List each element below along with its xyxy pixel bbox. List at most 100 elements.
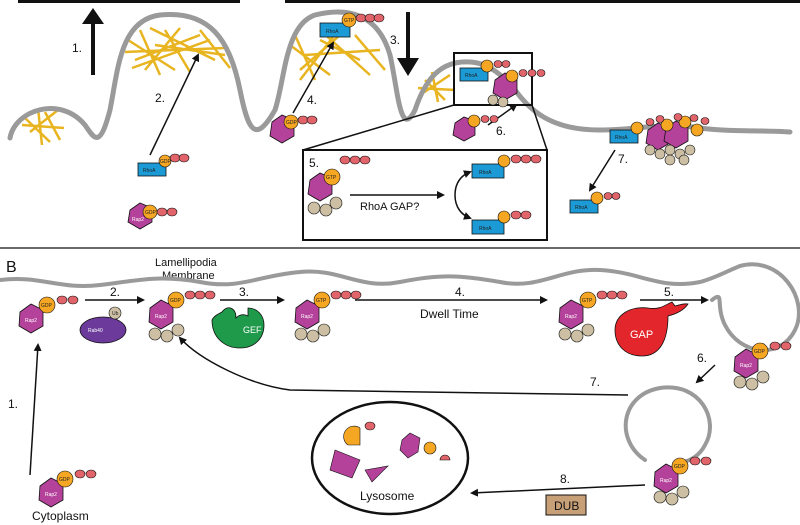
b-arrow-7 <box>178 336 629 396</box>
a-step-1: 1. <box>72 41 82 55</box>
inset-gap-question: RhoA GAP? <box>360 201 419 213</box>
rhoa-label: RhoA <box>479 226 492 232</box>
rap2-label: Rap2 <box>740 363 752 369</box>
rap2-label: Rap2 <box>660 478 672 484</box>
arrow-down-head <box>397 58 419 76</box>
actin-mesh-4 <box>417 71 456 103</box>
rhoa-label: RhoA <box>143 168 156 174</box>
gdp-label: GDP <box>170 298 182 304</box>
rhoa-gtp-a1: RhoA GTP <box>319 12 385 38</box>
top-bar-left <box>18 0 240 3</box>
gef-enzyme <box>211 307 265 349</box>
rab40-label: Rab40 <box>88 328 103 334</box>
rap2-label: Rap2 <box>301 314 313 320</box>
rap2-label: Rap2 <box>45 492 57 498</box>
rap2-gtp-ub-b3: Rap2 GTP <box>294 290 362 343</box>
gtp-label: GTP <box>582 298 593 304</box>
rhoa-gtp-zoom: RhoA <box>459 59 511 82</box>
membrane-label-1: Lamellipodia <box>155 257 218 269</box>
top-bar-right <box>285 0 800 3</box>
gdp-label: GDP <box>754 349 766 355</box>
actin-mesh-1 <box>21 107 65 146</box>
rap2-cluster <box>644 113 710 166</box>
dub-box <box>545 494 587 516</box>
panel-a: 1. 2. 3. 4. 6. 7. 5. RhoA GAP? RhoA GDP … <box>7 0 800 241</box>
gap-label: GAP <box>630 329 653 341</box>
a-step-3: 3. <box>390 33 400 47</box>
rap2-gdp-a2: GDP <box>269 114 318 144</box>
rap2-label: Rap2 <box>565 314 577 320</box>
gef-label: GEF <box>243 325 262 335</box>
rhoa-label: RhoA <box>615 135 628 141</box>
rap2-gdp-ub-b6: Rap2 GDP <box>653 456 712 506</box>
rap2-gtp-ub-b4: Rap2 GTP <box>558 290 628 343</box>
gtp-label: GTP <box>326 175 337 181</box>
inset-curve-bottom <box>454 194 472 220</box>
rhoa-label: RhoA <box>326 29 339 35</box>
actin-mesh-3 <box>289 27 386 81</box>
gdp-label: GDP <box>674 464 686 470</box>
rap2-label: Rap2 <box>132 217 144 223</box>
b-arrow-6 <box>695 364 716 384</box>
membrane-a <box>7 9 793 141</box>
rhoa-gdp-a2: RhoA <box>569 191 621 214</box>
b-step-5: 5. <box>664 285 674 299</box>
rap2-gtp-ub-zoom <box>487 69 546 108</box>
inset-curve-top <box>454 170 472 196</box>
a-step-4: 4. <box>307 93 317 107</box>
rhoa-label: RhoA <box>575 205 588 211</box>
arrow-step7 <box>588 149 616 192</box>
panel-b-label: B <box>6 259 17 276</box>
panel-b: B Lamellipodia Membrane 1. 2. 3. 4. 5. 6… <box>0 257 800 523</box>
rap2-gdp-b1: Rap2 GDP <box>18 295 79 334</box>
a-step-2: 2. <box>155 91 165 105</box>
inset-rhoa-gtp: RhoA <box>471 154 542 179</box>
b-step-1: 1. <box>8 397 18 411</box>
cytoplasm-label: Cytoplasm <box>32 509 89 523</box>
zoom-line-right <box>531 104 548 151</box>
rap2-label: Rap2 <box>155 314 167 320</box>
rap2-label: Rap2 <box>25 318 37 324</box>
inset-rap2-gtp-ub: GTP <box>307 155 371 217</box>
gdp-label: GDP <box>41 303 53 309</box>
arrow-step2 <box>149 53 200 156</box>
b-step-4: 4. <box>455 285 465 299</box>
gtp-label: GTP <box>344 18 355 24</box>
inset-rhoa-gdp: RhoA <box>471 210 532 235</box>
arrow-up-head <box>82 8 104 24</box>
zoom-line-left <box>302 104 455 151</box>
rhoa-gdp-a1: RhoA GDP <box>137 153 190 177</box>
gtp-label: GTP <box>316 298 327 304</box>
b-arrow-8 <box>470 484 646 497</box>
gdp-label: GDP <box>160 159 172 165</box>
membrane-b <box>0 264 742 288</box>
b-step-7: 7. <box>590 375 600 389</box>
gdp-label: GDP <box>145 210 157 216</box>
gdp-label: GDP <box>286 120 298 126</box>
ub-label: Ub <box>112 311 119 317</box>
inset-step-5: 5. <box>309 156 319 170</box>
a-step-7: 7. <box>618 152 628 166</box>
rap2-gdp-a1: Rap2 GDP <box>127 202 178 230</box>
actin-mesh-2 <box>124 26 231 76</box>
rhoa-gtp-cluster: RhoA <box>609 121 644 144</box>
gdp-label: GDP <box>59 477 71 483</box>
rab40-enzyme <box>79 316 127 344</box>
b-step-3: 3. <box>239 285 249 299</box>
endosome <box>623 385 712 464</box>
b-arrow-1 <box>29 343 42 476</box>
gap-enzyme <box>614 301 689 357</box>
dub-label: DUB <box>554 499 579 513</box>
b-step-6: 6. <box>697 351 707 365</box>
dwell-time-label: Dwell Time <box>420 307 479 321</box>
rhoa-label: RhoA <box>479 170 492 176</box>
rap2-gdp-a3 <box>452 114 499 142</box>
b-step-8: 8. <box>560 472 570 486</box>
lysosome-label: Lysosome <box>360 489 415 503</box>
rap2-gdp-ub-b2: Rap2 GDP <box>148 290 216 343</box>
rap2-gdp-b7: Rap2 GDP <box>38 469 97 508</box>
degraded-fragments <box>329 421 451 483</box>
rap2-gdp-ub-b5: Rap2 GDP <box>733 341 792 391</box>
a-step-6: 6. <box>496 124 506 138</box>
